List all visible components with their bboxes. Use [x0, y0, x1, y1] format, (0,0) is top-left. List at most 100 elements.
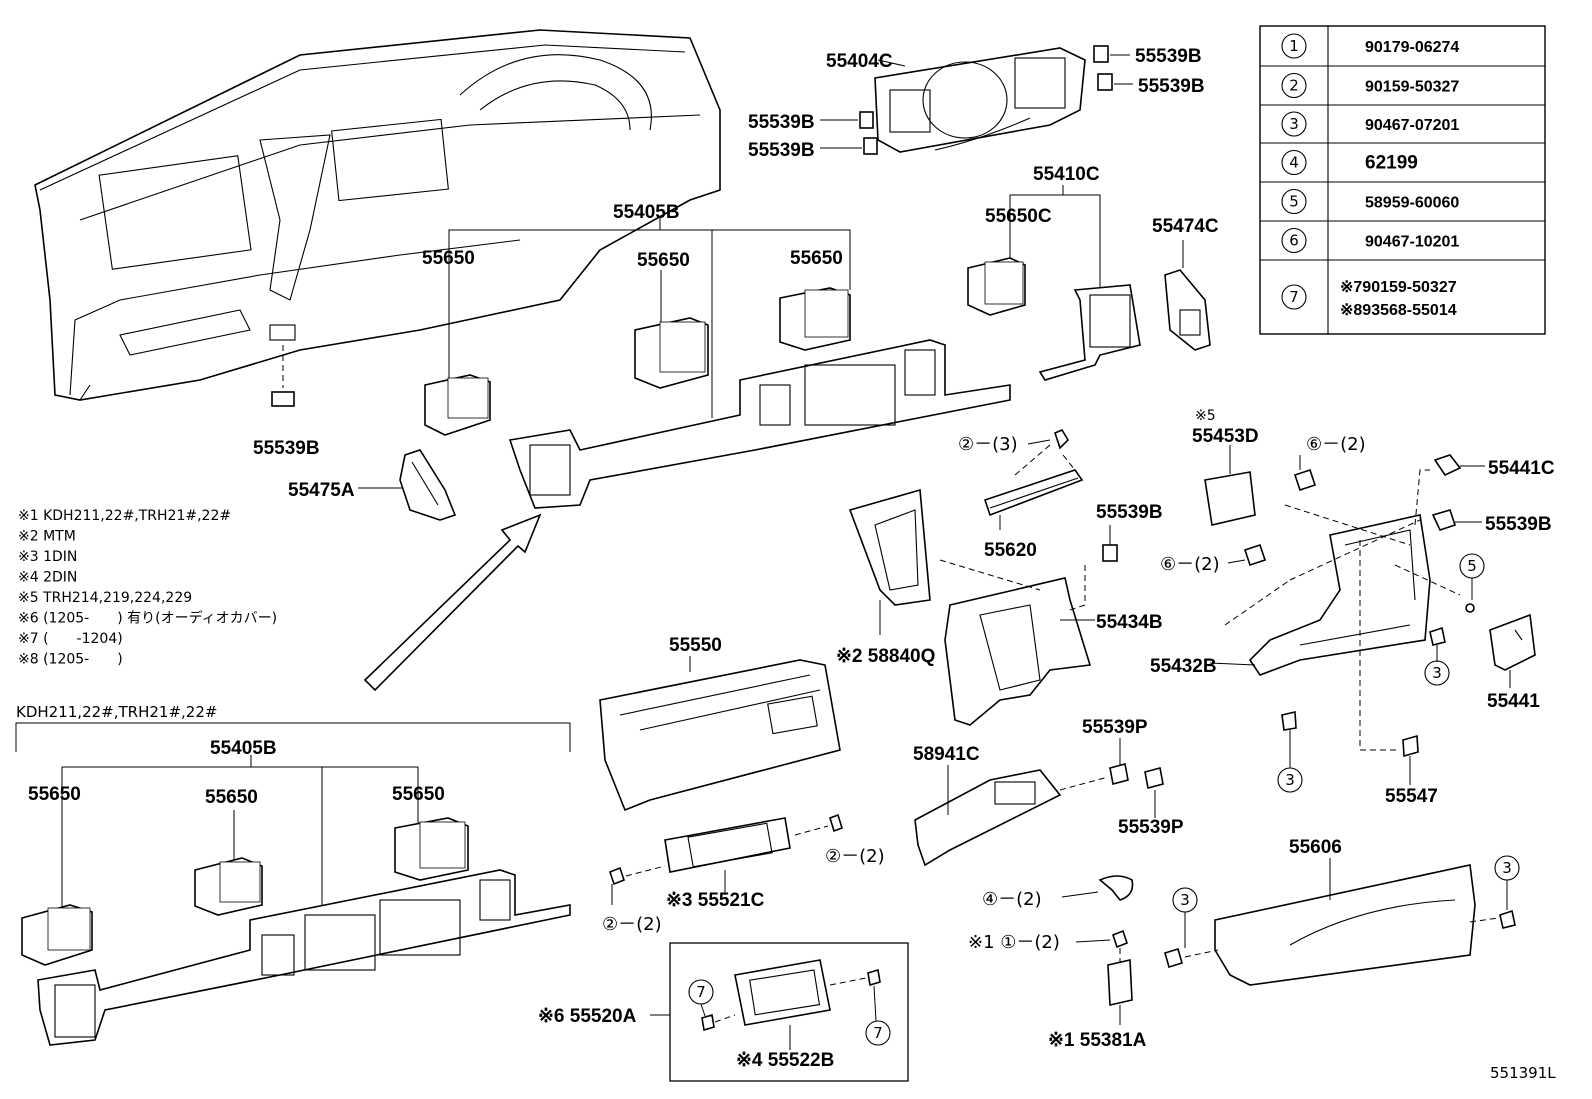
table-ref-circle	[1281, 284, 1307, 310]
marker-3a: 3	[1432, 664, 1442, 682]
table-ref-number: 6	[1289, 232, 1299, 250]
note-line: ※1 KDH211,22#,TRH21#,22#	[18, 508, 231, 524]
part-55405B-top-drawing	[424, 218, 1011, 509]
label-55522B: ※4 55522B	[736, 1050, 834, 1071]
table-part-number-2: ※893568-55014	[1340, 302, 1457, 319]
part-55410C-drawing	[967, 185, 1141, 381]
label-55410C: 55410C	[1033, 164, 1100, 185]
label-55474C: 55474C	[1152, 216, 1219, 237]
table-ref-circle	[1281, 188, 1307, 215]
label-55539P-a: 55539P	[1082, 717, 1148, 738]
note-line: ※2 MTM	[18, 529, 76, 545]
callout-1-2: ※1 ①－(2)	[968, 932, 1060, 953]
label-58840Q: ※2 58840Q	[836, 646, 935, 667]
label-55650-3: 55650	[790, 248, 843, 269]
label-55539B-c: 55539B	[748, 112, 815, 133]
callout-2-2b: ②－(2)	[602, 914, 662, 935]
table-ref-number: 7	[1289, 288, 1299, 306]
table-ref-circle	[1281, 33, 1307, 59]
callout-2-2a: ②－(2)	[825, 846, 885, 867]
table-part-number: ※790159-50327	[1340, 279, 1457, 296]
label-55550: 55550	[669, 635, 722, 656]
note-line: ※6 (1205- ) 有り(オーディオカバー)	[18, 610, 277, 627]
table-ref-circle	[1281, 72, 1307, 99]
part-55381A-drawing	[1061, 875, 1134, 1025]
part-55521C-drawing	[609, 813, 843, 905]
diagram-id: 551391L	[1490, 1064, 1556, 1082]
table-part-number: 90467-10201	[1365, 234, 1459, 251]
label-55650-4: 55650	[28, 784, 81, 805]
note-line: ※4 2DIN	[18, 570, 77, 586]
variant-panel-drawing	[15, 722, 571, 1046]
table-ref-number: 1	[1289, 37, 1299, 55]
label-58941C: 58941C	[913, 744, 980, 765]
marker-3c: 3	[1180, 891, 1190, 909]
label-55539B-f: 55539B	[1096, 502, 1163, 523]
label-55650-5: 55650	[205, 787, 258, 808]
part-55474C-drawing	[1164, 240, 1211, 351]
table-ref-number: 5	[1289, 193, 1299, 211]
part-55434B-drawing	[939, 525, 1118, 726]
label-55381A: ※1 55381A	[1048, 1030, 1147, 1051]
instrument-panel-frame-drawing	[34, 29, 721, 407]
label-55441C: 55441C	[1488, 458, 1555, 479]
marker-5: 5	[1467, 557, 1477, 575]
table-part-number: 62199	[1365, 153, 1418, 174]
part-55606-drawing	[1164, 858, 1516, 986]
callouts: ②－(3) ⑥－(2) ⑥－(2) ②－(2) ②－(2) ④－(2) ※1 ①…	[602, 434, 1366, 953]
label-55539B-d: 55539B	[748, 140, 815, 161]
label-55405B: 55405B	[613, 202, 680, 223]
label-55539B-e: 55539B	[253, 438, 320, 459]
table-part-number: 90467-07201	[1365, 117, 1459, 134]
part-55404C-drawing	[820, 45, 1133, 155]
direction-arrow	[363, 513, 542, 692]
label-55539P-b: 55539P	[1118, 817, 1184, 838]
labels: 55404C 55539B 55539B 55539B 55539B 55405…	[16, 46, 1556, 1082]
label-55475A: 55475A	[288, 480, 355, 501]
table-part-number: 58959-60060	[1365, 195, 1459, 212]
label-55405B-bot: 55405B	[210, 738, 277, 759]
label-55520A: ※6 55520A	[538, 1006, 637, 1027]
part-55453D-drawing	[1204, 445, 1256, 526]
note-line: ※5 TRH214,219,224,229	[18, 590, 192, 606]
label-55441: 55441	[1487, 691, 1540, 712]
part-55475A-drawing	[358, 449, 457, 521]
label-55539B-a: 55539B	[1135, 46, 1202, 67]
label-55650-6: 55650	[392, 784, 445, 805]
label-55539B-b: 55539B	[1138, 76, 1205, 97]
table-ref-circle	[1281, 227, 1307, 254]
label-55434B: 55434B	[1096, 612, 1163, 633]
callout-6-2a: ⑥－(2)	[1306, 434, 1366, 455]
marker-7b: 7	[873, 1024, 883, 1042]
label-55650-2: 55650	[637, 250, 690, 271]
note-line: ※3 1DIN	[18, 549, 77, 565]
part-55520A-drawing	[650, 942, 909, 1082]
label-55521C: ※3 55521C	[666, 890, 765, 911]
part-58840Q-drawing	[848, 488, 931, 635]
table-ref-number: 3	[1289, 115, 1299, 133]
table-part-number: 90179-06274	[1365, 39, 1459, 56]
circle-markers: 5 3 3 3 3 7 7	[688, 553, 1520, 1046]
part-58941C-drawing	[914, 738, 1164, 867]
note-line: ※8 (1205- )	[18, 652, 123, 668]
table-ref-number: 2	[1289, 77, 1299, 95]
label-55539B-g: 55539B	[1485, 514, 1552, 535]
note-line: ※7 ( -1204)	[18, 631, 123, 647]
label-55453D-mark: ※5	[1195, 408, 1216, 424]
part-55432B-drawing	[1209, 454, 1536, 785]
part-55550-drawing	[599, 656, 841, 812]
callout-4-2: ④－(2)	[982, 889, 1042, 910]
marker-3d: 3	[1502, 859, 1512, 877]
callout-2-3: ②－(3)	[958, 434, 1018, 455]
notes-block: ※1 KDH211,22#,TRH21#,22# ※2 MTM ※3 1DIN ※4 …	[18, 508, 277, 668]
table-ref-circle	[1281, 149, 1307, 176]
table-ref-number: 4	[1289, 154, 1299, 172]
label-55650-1: 55650	[422, 248, 475, 269]
label-55650C: 55650C	[985, 206, 1052, 227]
marker-7a: 7	[696, 983, 706, 1001]
label-55547: 55547	[1385, 786, 1438, 807]
label-55432B: 55432B	[1150, 656, 1217, 677]
table-ref-circle	[1281, 111, 1307, 137]
label-55404C: 55404C	[826, 51, 893, 72]
